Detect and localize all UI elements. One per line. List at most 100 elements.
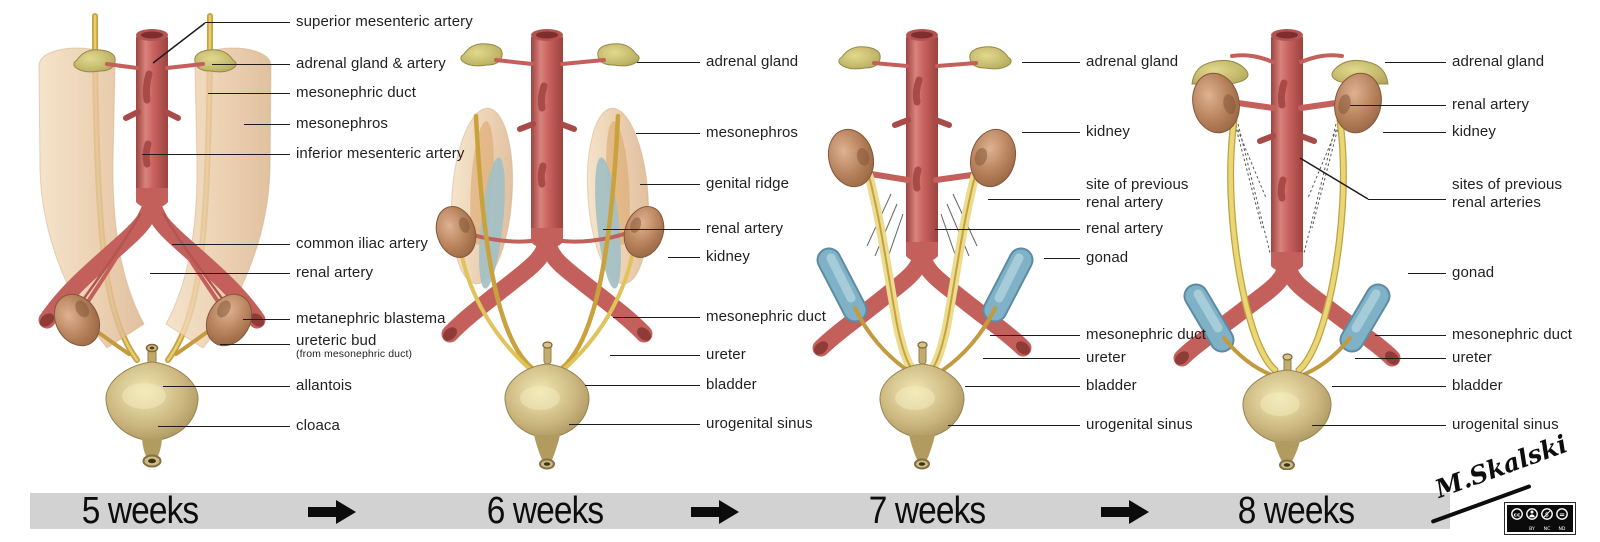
leader-line bbox=[1044, 257, 1080, 259]
label-kidney: kidney bbox=[1383, 123, 1496, 141]
leader-line bbox=[244, 123, 290, 125]
kidneys bbox=[435, 206, 665, 258]
label-mesonephric-duct: mesonephric duct bbox=[1375, 326, 1572, 344]
label-genital-ridge: genital ridge bbox=[640, 175, 789, 193]
nc-icon bbox=[1541, 508, 1553, 520]
label-inferior-mesenteric-artery: inferior mesenteric artery bbox=[142, 145, 465, 163]
ureters bbox=[864, 171, 980, 373]
illustration-5-weeks bbox=[38, 13, 272, 468]
leader-line bbox=[990, 334, 1080, 336]
leader-line bbox=[205, 21, 290, 23]
metanephric-blastemas bbox=[53, 293, 253, 347]
label-metanephric-blastema: metanephric blastema bbox=[243, 310, 446, 328]
leader-line bbox=[613, 316, 700, 318]
label-mesonephric-duct: mesonephric duct bbox=[613, 308, 826, 326]
cc-icon bbox=[1511, 508, 1523, 520]
label-renal-artery: renal artery bbox=[935, 220, 1163, 238]
ducts-and-ureters bbox=[458, 113, 636, 374]
leader-line bbox=[212, 63, 290, 65]
label-renal-artery: renal artery bbox=[1350, 96, 1529, 114]
arrow-right-icon bbox=[308, 500, 356, 524]
aorta bbox=[441, 29, 653, 343]
label-bladder: bladder bbox=[1332, 377, 1503, 395]
leader-line bbox=[1355, 357, 1446, 359]
pointer-line bbox=[152, 22, 206, 64]
leader-line bbox=[935, 228, 1080, 230]
svg-text:=: = bbox=[1559, 511, 1565, 519]
leader-line bbox=[585, 384, 700, 386]
bladder bbox=[504, 341, 590, 470]
illustration-6-weeks bbox=[435, 29, 665, 470]
leader-line bbox=[208, 92, 290, 94]
svg-text:cc: cc bbox=[1514, 512, 1521, 518]
leader-line bbox=[243, 318, 290, 320]
license-by-caption: BY bbox=[1529, 526, 1535, 532]
label-urogenital-sinus: urogenital sinus bbox=[569, 415, 813, 433]
pointer-line bbox=[1299, 157, 1369, 200]
label-mesonephros: mesonephros bbox=[244, 115, 388, 133]
timeline-stage-7-weeks: 7 weeks bbox=[868, 490, 986, 532]
leader-line bbox=[637, 61, 700, 63]
label-renal-artery: renal artery bbox=[150, 264, 373, 282]
license-nd-caption: ND bbox=[1559, 526, 1566, 532]
label-ureter: ureter bbox=[983, 349, 1126, 367]
leader-line bbox=[983, 357, 1080, 359]
leader-line bbox=[1350, 104, 1446, 106]
label-ureter: ureter bbox=[610, 346, 746, 364]
bladder bbox=[1242, 353, 1332, 470]
illustration-8-weeks bbox=[1173, 29, 1401, 470]
leader-line bbox=[172, 243, 290, 245]
cloaca bbox=[105, 343, 199, 468]
label-ureteric-bud: ureteric bud(from mesonephric duct) bbox=[220, 332, 412, 360]
leader-line bbox=[1022, 61, 1080, 63]
license-nc-caption: NC bbox=[1544, 526, 1551, 532]
gonads bbox=[816, 247, 1034, 323]
timeline-stage-8-weeks: 8 weeks bbox=[1237, 490, 1355, 532]
label-gonad: gonad bbox=[1044, 249, 1128, 267]
cc-by-nc-nd-license-badge: cc $ = BY NC ND bbox=[1504, 502, 1576, 535]
label-cloaca: cloaca bbox=[158, 417, 340, 435]
kidneys bbox=[1192, 72, 1382, 134]
leader-line bbox=[640, 183, 700, 185]
leader-line bbox=[1375, 334, 1446, 336]
label-adrenal-gland: adrenal gland bbox=[637, 53, 798, 71]
label-bladder: bladder bbox=[585, 376, 757, 394]
leader-line bbox=[1312, 424, 1446, 426]
leader-line bbox=[1408, 272, 1446, 274]
adrenal-glands bbox=[73, 49, 237, 73]
leader-line bbox=[1332, 385, 1446, 387]
timeline-bar bbox=[30, 493, 1450, 529]
bladder bbox=[879, 341, 965, 470]
label-adrenal-gland-artery: adrenal gland & artery bbox=[212, 55, 446, 73]
leader-line bbox=[142, 153, 290, 155]
leader-line bbox=[1022, 131, 1080, 133]
leader-line bbox=[668, 256, 700, 258]
arrow-right-icon bbox=[1101, 500, 1149, 524]
label-kidney: kidney bbox=[1022, 123, 1130, 141]
label-ureter: ureter bbox=[1355, 349, 1492, 367]
leader-line bbox=[1383, 131, 1446, 133]
kidneys bbox=[827, 128, 1017, 188]
label-urogenital-sinus: urogenital sinus bbox=[948, 416, 1193, 434]
leader-line bbox=[610, 354, 700, 356]
leader-line bbox=[158, 425, 290, 427]
label-bladder: bladder bbox=[965, 377, 1137, 395]
label-mesonephric-duct: mesonephric duct bbox=[990, 326, 1206, 344]
label-superior-mesenteric-artery: superior mesenteric artery bbox=[205, 13, 473, 31]
label-common-iliac-artery: common iliac artery bbox=[172, 235, 428, 253]
label-renal-artery: renal artery bbox=[603, 220, 783, 238]
timeline-stage-6-weeks: 6 weeks bbox=[486, 490, 604, 532]
by-icon bbox=[1526, 508, 1538, 520]
label-adrenal-gland: adrenal gland bbox=[1385, 53, 1544, 71]
adrenal-glands bbox=[838, 46, 1012, 70]
mesonephric-ducts bbox=[853, 306, 997, 372]
leader-line bbox=[636, 132, 700, 134]
gonads bbox=[1183, 283, 1391, 353]
label-urogenital-sinus: urogenital sinus bbox=[1312, 416, 1559, 434]
leader-line bbox=[163, 385, 290, 387]
adrenal-glands bbox=[460, 43, 640, 67]
leader-line bbox=[220, 344, 290, 345]
